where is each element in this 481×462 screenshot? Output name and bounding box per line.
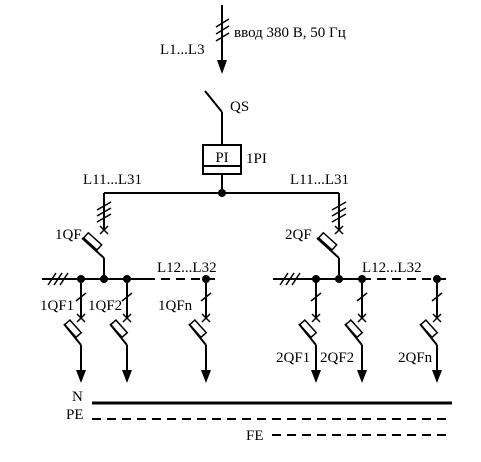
breaker-2qf1-label: 2QF1: [276, 350, 310, 366]
breaker-2qf2-label: 2QF2: [320, 350, 354, 366]
breaker-blade: [81, 237, 105, 259]
distribution-line: L11...L31 L11...L31: [83, 172, 349, 194]
branch-2qf: 2QF: [285, 193, 347, 279]
three-phase-ticks: [215, 18, 230, 42]
main-switch-qs: QS: [204, 90, 249, 145]
feeder-1qf2: 1QF2: [88, 279, 133, 383]
breaker-2qfn-label: 2QFn: [398, 350, 433, 366]
incoming-feeder: ввод 380 В, 50 Гц L1...L3: [160, 5, 346, 74]
switch-blade: [204, 90, 223, 113]
input-label: ввод 380 В, 50 Гц: [234, 25, 346, 41]
incoming-arrow: [217, 60, 227, 74]
bus-n-label: N: [72, 389, 83, 405]
breaker-actuator: [82, 231, 103, 252]
breaker-1-label: 1QF: [55, 227, 82, 243]
breaker-1qfn-label: 1QFn: [158, 298, 193, 314]
feeder-1qf1: 1QF1: [40, 279, 87, 383]
meter-pi: PI 1PI: [202, 144, 267, 197]
feeder-2qfn: 2QFn: [398, 279, 443, 383]
feeder-1qfn: 1QFn: [158, 279, 212, 383]
feeder-2qf2: 2QF2: [320, 279, 368, 383]
left-branch-phases: L11...L31: [83, 172, 142, 188]
left-busbar: L12...L32: [42, 260, 221, 286]
bus-pe-label: PE: [66, 407, 84, 423]
meter-label: 1PI: [246, 151, 267, 167]
earth-buses: N PE FE: [66, 389, 452, 444]
input-phases-label: L1...L3: [160, 42, 205, 58]
meter-box-label: PI: [215, 150, 228, 166]
breaker-2-label: 2QF: [285, 227, 312, 243]
branch-1qf: 1QF: [55, 193, 112, 279]
main-switch-label: QS: [230, 99, 249, 115]
left-group-phases: L12...L32: [157, 260, 217, 276]
breaker-1qf1-label: 1QF1: [40, 298, 74, 314]
breaker-1qf2-label: 1QF2: [88, 298, 122, 314]
feeder-2qf1: 2QF1: [276, 279, 322, 383]
bus-fe-label: FE: [246, 428, 264, 444]
right-branch-phases: L11...L31: [290, 172, 349, 188]
right-group-phases: L12...L32: [362, 260, 422, 276]
